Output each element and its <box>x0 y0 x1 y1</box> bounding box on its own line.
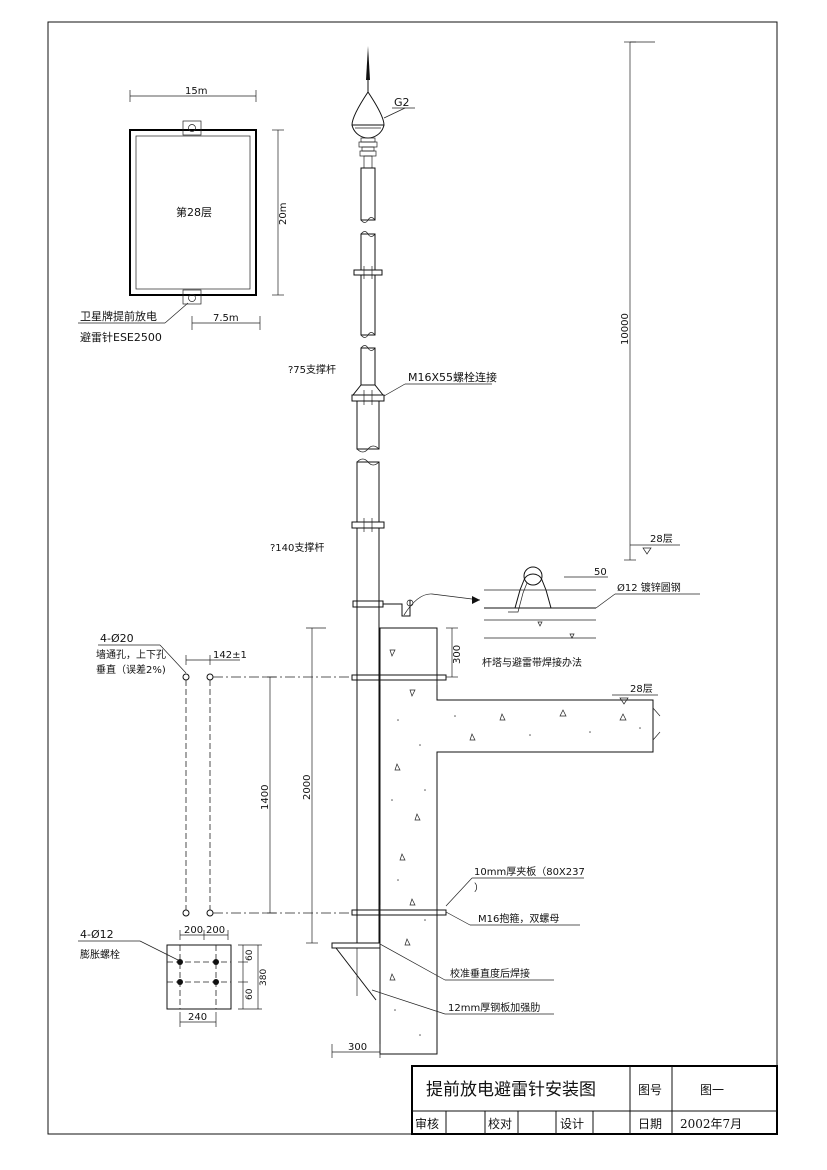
anchor-dim-380: 380 <box>259 969 269 986</box>
anchor-label: 膨胀螺栓 <box>80 948 120 961</box>
anchor-dim-200a: 200 <box>184 925 203 936</box>
top-view-width-dim: 15m <box>185 86 207 97</box>
anchor-dim-60a: 60 <box>245 949 255 961</box>
rod-marker-bottom <box>182 289 202 305</box>
date-label: 日期 <box>638 1117 662 1131</box>
callout-plate-2: ） <box>474 882 484 894</box>
ese-head-top <box>351 91 385 126</box>
round-steel <box>523 566 543 586</box>
mast-level-label: 28层 <box>650 533 673 545</box>
weld-dim-50: 50 <box>594 567 607 578</box>
flange-3 <box>351 521 385 529</box>
base-dim-300: 300 <box>348 1042 367 1053</box>
top-view-half-dim: 7.5m <box>213 313 239 324</box>
check-label: 校对 <box>488 1116 512 1131</box>
holes-spacing: 142±1 <box>213 650 247 661</box>
roof-outline-inner <box>135 135 251 290</box>
callouts: 10mm厚夹板（80X237 ） M16抱箍，双螺母 校准垂直度后焊接 12mm… <box>371 865 585 1015</box>
fig-no-value: 图一 <box>700 1083 724 1097</box>
transition-cone <box>351 384 385 396</box>
weld-caption: 杆塔与避雷带焊接办法 <box>482 656 582 669</box>
holes-title: 4-Ø20 <box>100 632 134 645</box>
pole-140-label: ?140支撑杆 <box>270 541 324 554</box>
fig-no-label: 图号 <box>638 1083 662 1097</box>
top-view-floor-label: 第28层 <box>176 205 212 219</box>
callout-clamp: M16抱箍，双螺母 <box>478 912 559 925</box>
anchor-dim-200b: 200 <box>206 925 225 936</box>
holes-note-1: 墙通孔，上下孔 <box>96 648 166 661</box>
callout-weld: 校准垂直度后焊接 <box>450 967 530 980</box>
upper-wall-bolt <box>351 674 447 681</box>
flange-1 <box>353 269 383 276</box>
dim-300-upper: 300 <box>452 645 463 664</box>
callout-rib: 12mm厚钢板加强肋 <box>448 1001 540 1014</box>
holes-note-2: 垂直（误差2%) <box>96 663 166 676</box>
bolt-conn-label: M16X55螺栓连接 <box>408 370 497 384</box>
rod-marker-top <box>182 120 202 136</box>
top-view: 15m 20m 7.5m 第28层 卫星牌提前放电 避雷针ESE2500 <box>78 86 289 344</box>
anchor-dim-60b: 60 <box>245 988 255 1000</box>
anchor-detail: 4-Ø12 膨胀螺栓 200 200 60 380 60 240 <box>78 925 269 1027</box>
review-label: 审核 <box>415 1116 439 1131</box>
rod-marker-bottom-circle <box>188 294 196 302</box>
slab-level-label: 28层 <box>630 683 653 695</box>
title-block: 提前放电避雷针安装图 图号 图一 审核 校对 设计 日期 2002年7月 <box>411 1065 778 1135</box>
date-value: 2002年7月 <box>680 1117 742 1131</box>
base-plate <box>331 942 381 949</box>
roof-outline-outer <box>129 129 257 296</box>
dim-2000: 2000 <box>302 775 313 800</box>
flange-2 <box>351 394 385 402</box>
stiffener-rib <box>335 947 377 1001</box>
drawing-title: 提前放电避雷针安装图 <box>426 1080 596 1100</box>
total-height-dim: 10000 <box>620 313 631 345</box>
dim-1400: 1400 <box>260 785 271 810</box>
anchor-dim-240: 240 <box>188 1012 207 1023</box>
weld-strap <box>505 573 561 609</box>
lower-wall-bolt <box>351 909 447 916</box>
concrete-parapet-slab <box>379 627 654 1055</box>
pole-75-label: ?75支撑杆 <box>288 363 336 376</box>
title-block-frame <box>411 1065 778 1135</box>
tip-label: G2 <box>394 96 410 109</box>
spike-tip <box>366 46 370 80</box>
device-label-2: 避雷针ESE2500 <box>80 330 162 344</box>
weld-steel-label: Ø12 镀锌圆钢 <box>617 581 681 594</box>
anchor-plate <box>166 944 232 1010</box>
anchor-title: 4-Ø12 <box>80 928 114 941</box>
ese-head-bottom <box>351 124 385 139</box>
top-view-height-dim: 20m <box>278 203 289 225</box>
design-label: 设计 <box>560 1117 584 1131</box>
callout-plate-1: 10mm厚夹板（80X237 <box>474 865 585 878</box>
mast: G2 ?75支撑杆 M16X55螺栓连接 ?140支撑杆 <box>270 41 680 944</box>
pole-140 <box>356 527 380 944</box>
rod-marker-top-circle <box>188 124 196 132</box>
pole-75 <box>360 347 376 386</box>
wall-holes: 4-Ø20 墙通孔，上下孔 垂直（误差2%) 142±1 1400 2000 3… <box>96 627 463 944</box>
building-section: 28层 300 <box>331 599 661 1058</box>
device-label-1: 卫星牌提前放电 <box>80 309 157 323</box>
weld-detail: 50 Ø12 镀锌圆钢 杆塔与避雷带焊接办法 <box>403 566 700 669</box>
upper-tube <box>360 167 376 221</box>
